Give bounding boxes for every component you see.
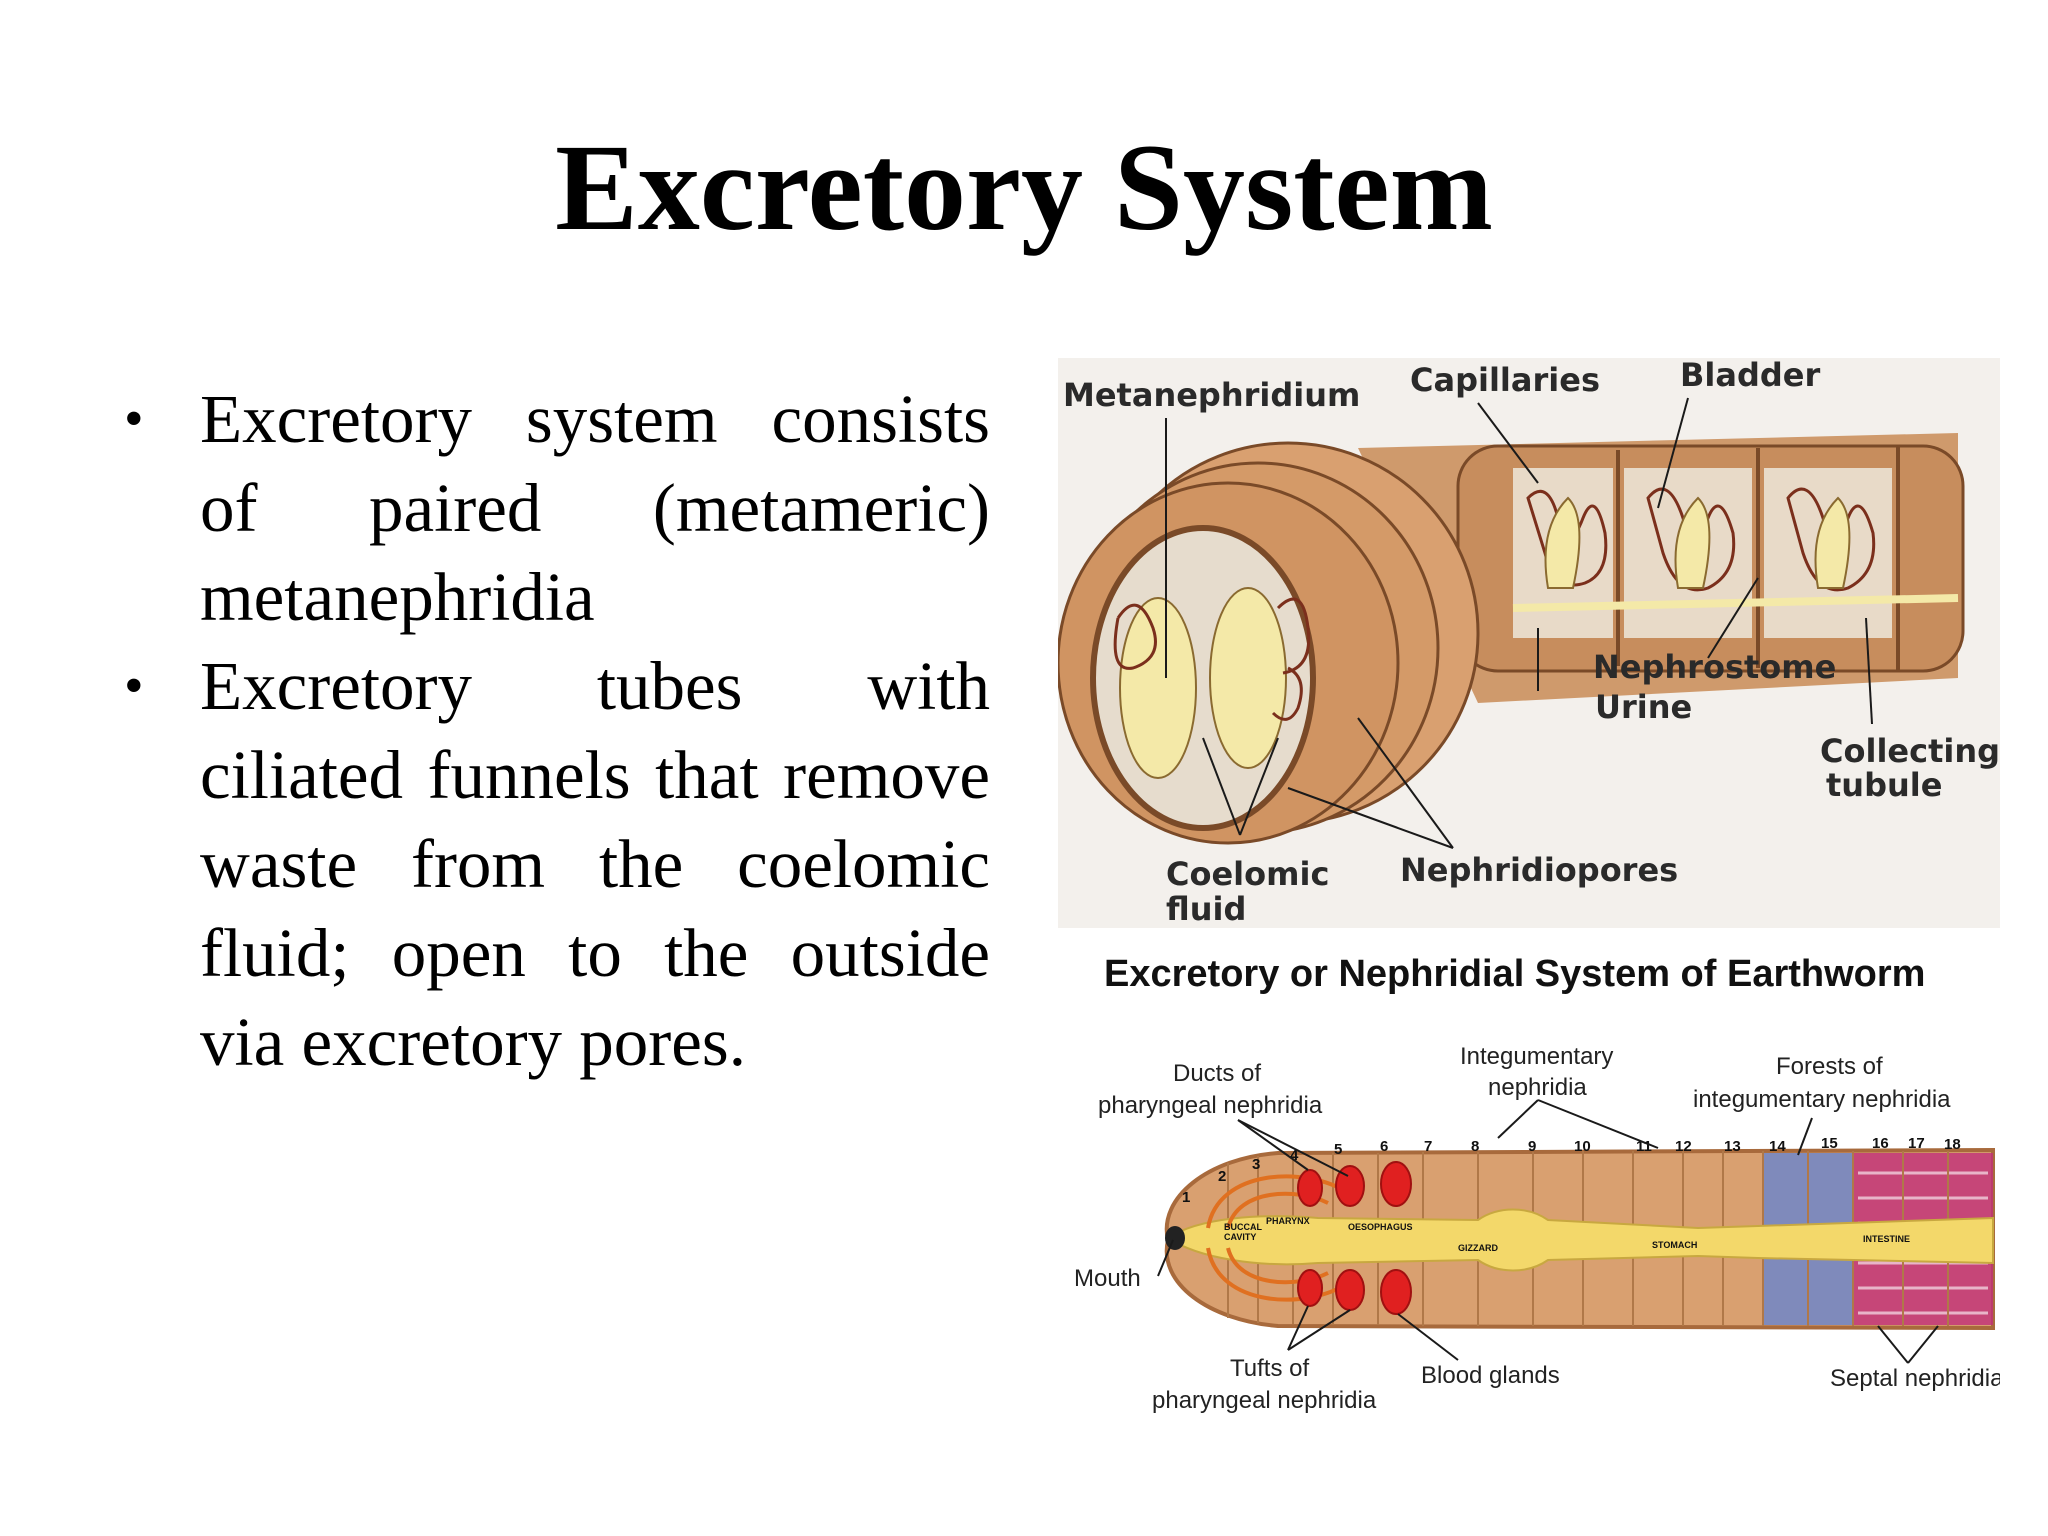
- organ-oesophagus: OESOPHAGUS: [1348, 1222, 1413, 1232]
- segment-number: 9: [1528, 1138, 1536, 1155]
- segment-number: 18: [1944, 1136, 1961, 1153]
- label-capillaries: Capillaries: [1410, 361, 1600, 399]
- segment-number: 1: [1182, 1189, 1190, 1206]
- segment-number: 5: [1334, 1141, 1342, 1158]
- organ-intestine: INTESTINE: [1863, 1234, 1910, 1244]
- label-tufts-1: Tufts of: [1230, 1355, 1309, 1382]
- segment-numbers: 1 2 3 4 5 6 7 8 9 10 11 12 13 14 15 16 1…: [1182, 1135, 1961, 1206]
- label-ducts-1: Ducts of: [1173, 1060, 1261, 1087]
- segment-number: 2: [1218, 1168, 1226, 1185]
- organ-gizzard: GIZZARD: [1458, 1243, 1498, 1253]
- label-forests-1: Forests of: [1776, 1053, 1883, 1080]
- label-ducts-2: pharyngeal nephridia: [1098, 1092, 1323, 1119]
- earthworm-excretory-figure: Metanephridium Capillaries Bladder Urine…: [1058, 358, 2000, 1536]
- segment-number: 4: [1290, 1147, 1299, 1164]
- label-coelomic-fluid-1: Coelomic: [1166, 855, 1329, 893]
- segment-number: 12: [1675, 1138, 1692, 1155]
- segment-number: 7: [1424, 1138, 1432, 1155]
- organ-stomach: STOMACH: [1652, 1240, 1697, 1250]
- bottom-pointer-lines: [1157, 1099, 1939, 1364]
- label-metanephridium: Metanephridium: [1063, 376, 1360, 414]
- segment-number: 11: [1636, 1138, 1652, 1155]
- label-integumentary-1: Integumentary: [1460, 1043, 1613, 1070]
- segment-number: 8: [1471, 1138, 1479, 1155]
- worm-cutaway-illustration: [1058, 433, 1965, 845]
- segment-number: 13: [1724, 1138, 1741, 1155]
- label-forests-2: integumentary nephridia: [1693, 1086, 1951, 1113]
- segment-number: 14: [1769, 1138, 1786, 1155]
- bullet-list: Excretory system consists of paired (met…: [120, 375, 990, 1087]
- organ-buccal-cavity-2: CAVITY: [1224, 1232, 1256, 1242]
- label-collecting-tubule-1: Collecting: [1820, 732, 2000, 770]
- segment-number: 17: [1908, 1135, 1925, 1152]
- figure-svg: Metanephridium Capillaries Bladder Urine…: [1058, 358, 2000, 1414]
- segment-number: 3: [1252, 1156, 1260, 1173]
- label-blood-glands: Blood glands: [1421, 1362, 1560, 1389]
- earthworm-longitudinal-illustration: [1164, 1147, 1995, 1331]
- label-septal-nephridia: Septal nephridia: [1830, 1365, 2000, 1392]
- segment-number: 6: [1380, 1138, 1388, 1155]
- segment-number: 10: [1574, 1138, 1591, 1155]
- label-integumentary-2: nephridia: [1488, 1074, 1587, 1101]
- label-nephridiopores: Nephridiopores: [1400, 851, 1678, 889]
- segment-number: 15: [1821, 1135, 1838, 1152]
- figure-caption: Excretory or Nephridial System of Earthw…: [1104, 953, 1925, 995]
- label-collecting-tubule-2: tubule: [1826, 766, 1942, 804]
- bullet-item: Excretory tubes with ciliated funnels th…: [120, 642, 990, 1087]
- label-nephrostome: Nephrostome: [1593, 648, 1836, 686]
- organ-pharynx: PHARYNX: [1266, 1216, 1310, 1226]
- segment-number: 16: [1872, 1135, 1889, 1152]
- organ-buccal-cavity-1: BUCCAL: [1224, 1222, 1262, 1232]
- bullet-item: Excretory system consists of paired (met…: [120, 375, 990, 642]
- slide-title: Excretory System: [555, 119, 1493, 256]
- label-tufts-2: pharyngeal nephridia: [1152, 1387, 1377, 1414]
- top-pointer-lines: [1165, 397, 1873, 849]
- label-coelomic-fluid-2: fluid: [1166, 890, 1246, 928]
- label-urine: Urine: [1595, 688, 1692, 726]
- label-mouth: Mouth: [1074, 1265, 1141, 1292]
- label-bladder: Bladder: [1680, 358, 1820, 394]
